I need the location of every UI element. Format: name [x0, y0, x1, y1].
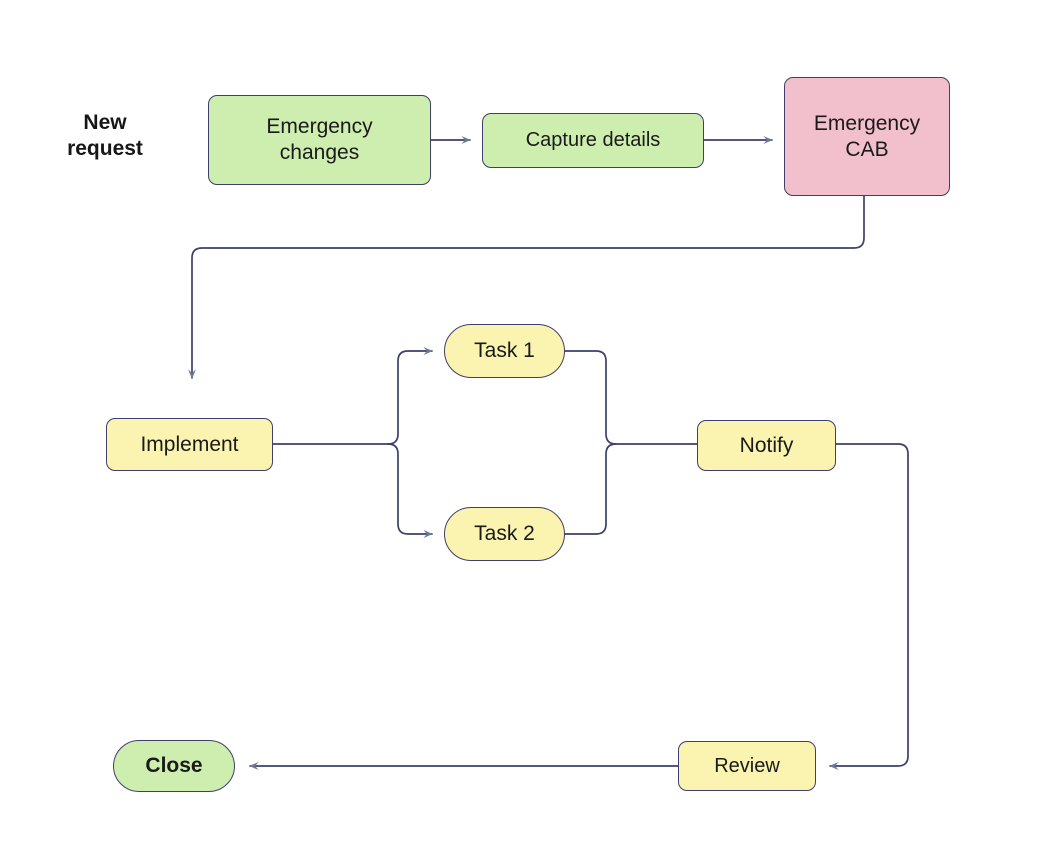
edge-implement-to-task2 — [387, 443, 433, 539]
edge-notify-to-review — [829, 443, 909, 770]
node-capture-details[interactable]: Capture details — [482, 113, 704, 168]
node-task-1[interactable]: Task 1 — [444, 324, 565, 378]
edge-implement-to-task1 — [387, 347, 433, 445]
node-implement[interactable]: Implement — [106, 418, 273, 471]
new-request-label: New request — [67, 111, 143, 161]
node-review[interactable]: Review — [678, 741, 816, 791]
node-emergency-cab[interactable]: Emergency CAB — [784, 77, 950, 196]
edge-task2-to-notify — [564, 443, 617, 535]
edge-task1-to-notify — [564, 350, 698, 445]
node-task-2[interactable]: Task 2 — [444, 507, 565, 561]
node-close[interactable]: Close — [113, 740, 235, 792]
node-emergency-changes[interactable]: Emergency changes — [208, 95, 431, 185]
node-notify[interactable]: Notify — [697, 420, 836, 471]
